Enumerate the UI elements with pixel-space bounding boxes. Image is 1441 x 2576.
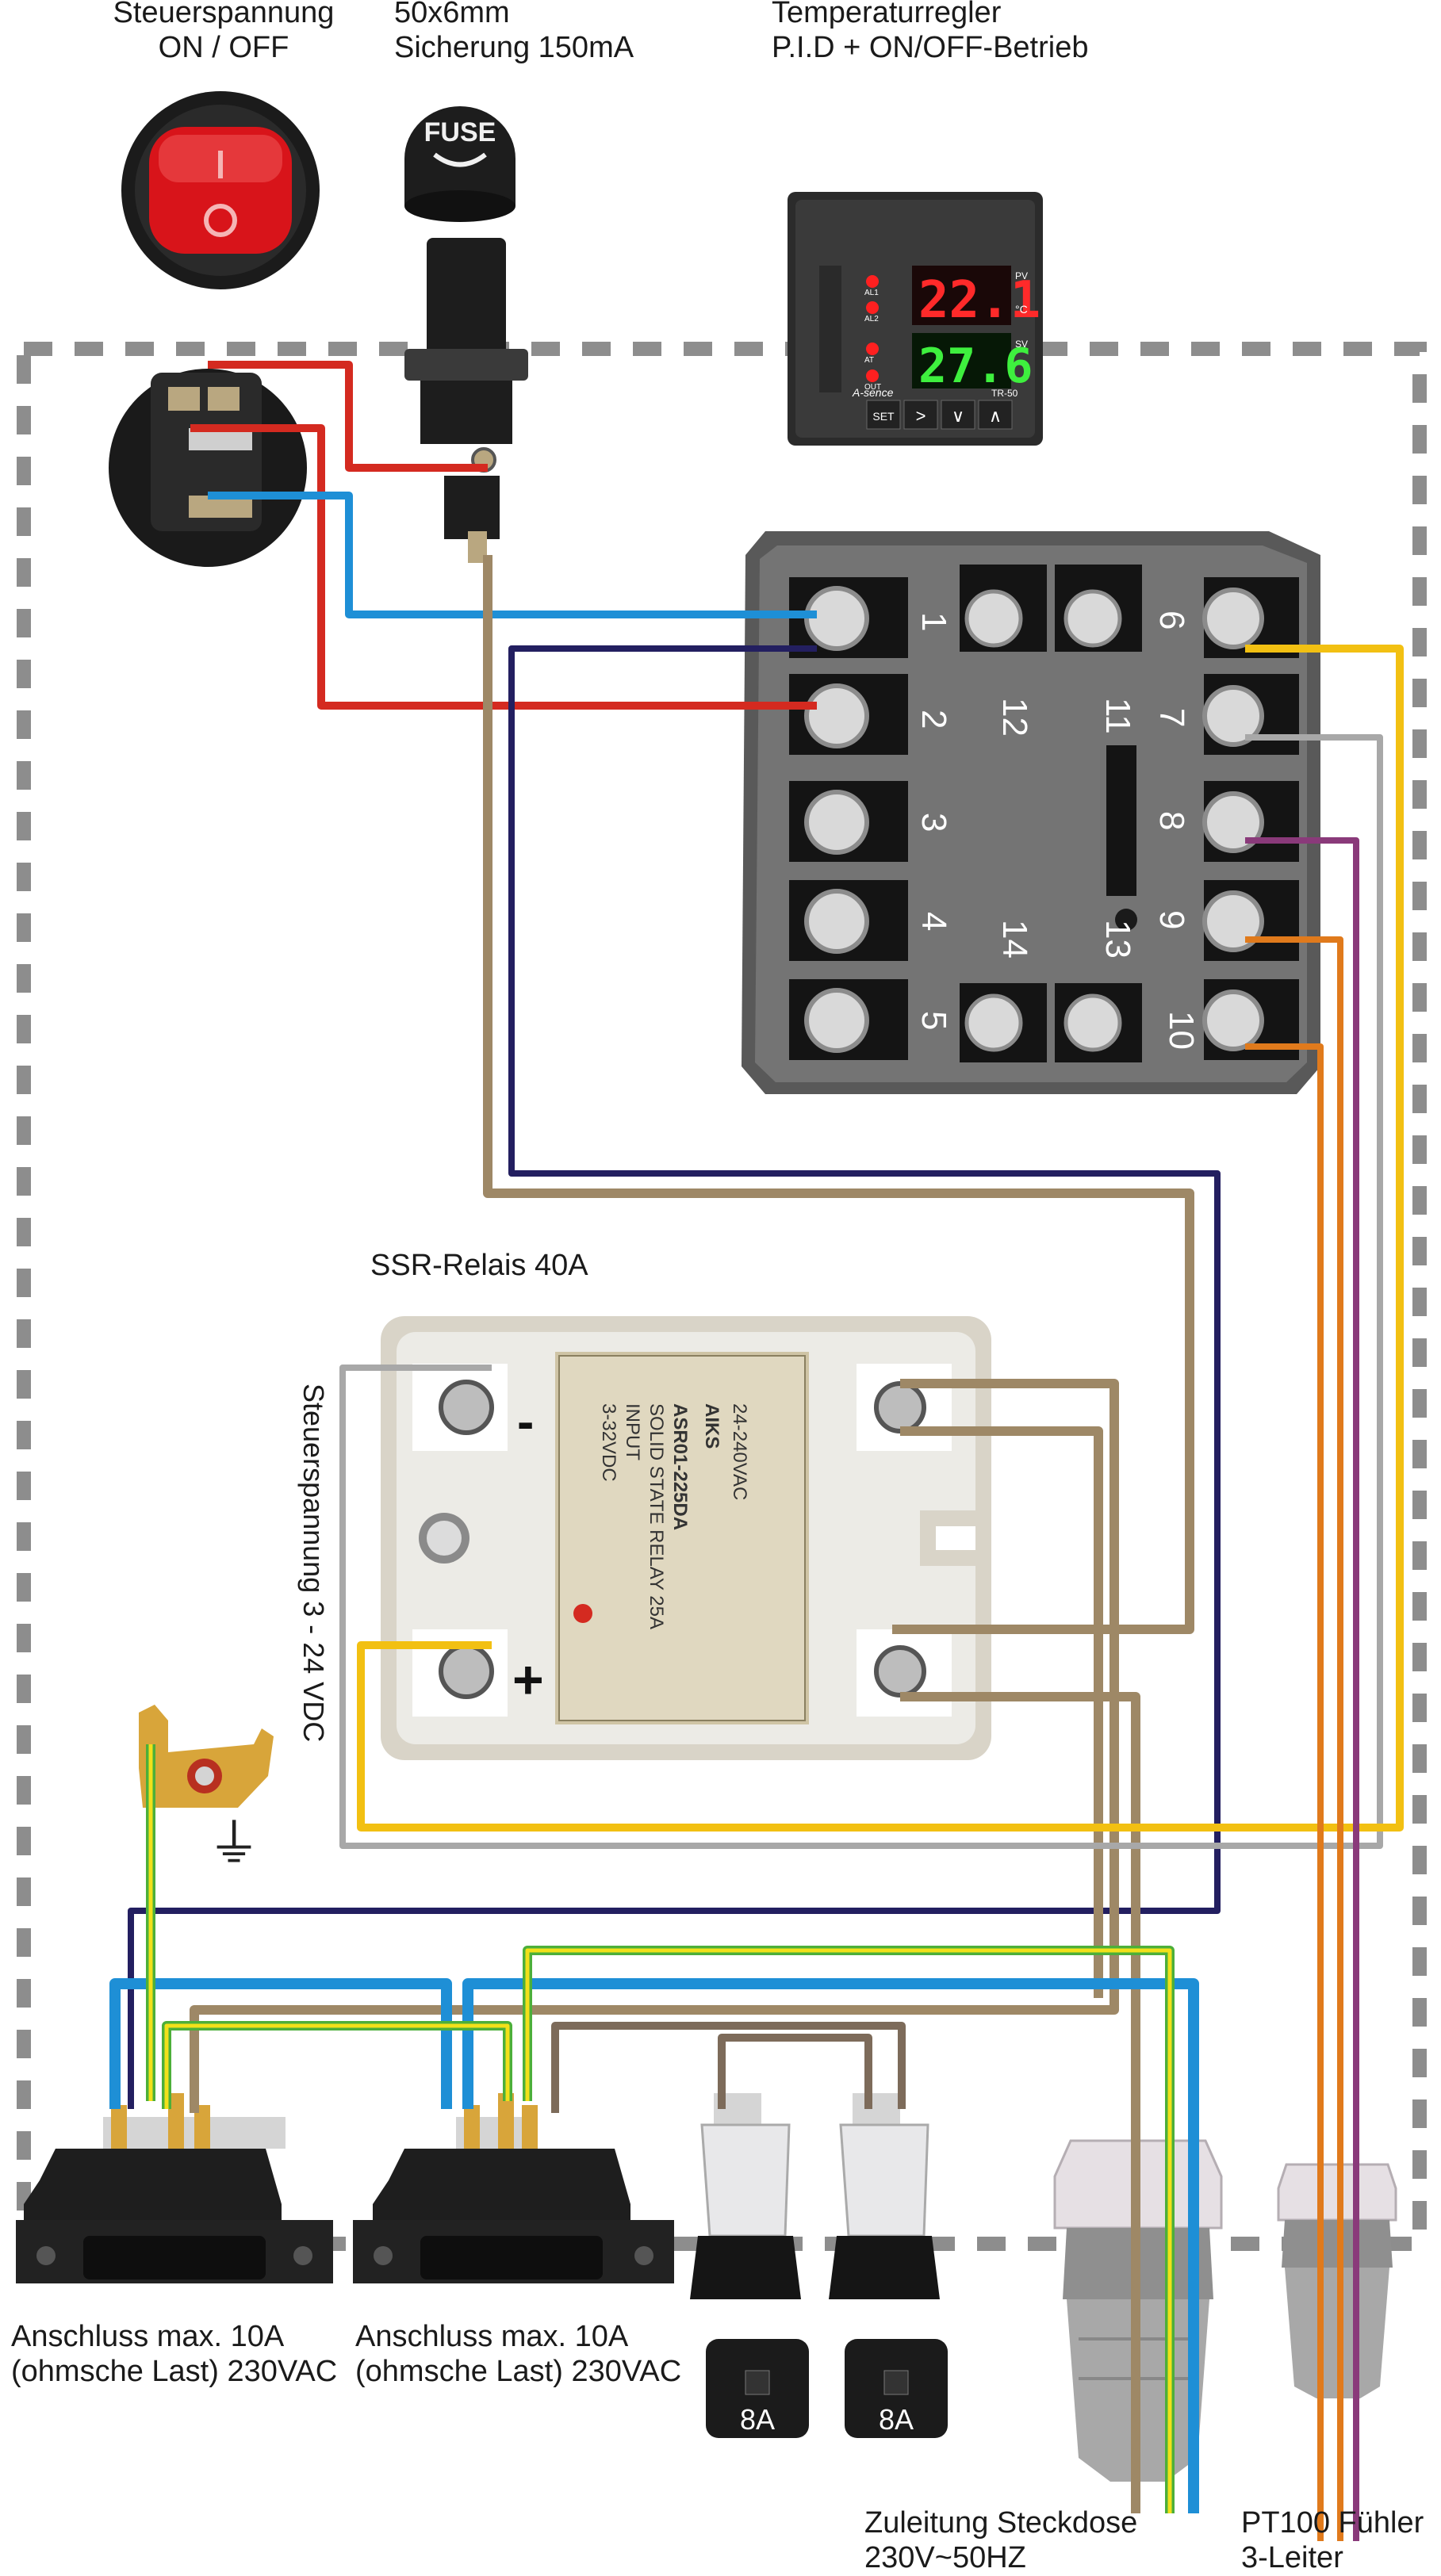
terminal-number-9: 9 xyxy=(1152,910,1191,929)
terminal-number-12: 12 xyxy=(995,698,1034,737)
pv-display: 22.1 xyxy=(918,271,1041,330)
label-switch: Steuerspannung ON / OFF xyxy=(113,0,335,64)
terminal-number-7: 7 xyxy=(1152,708,1191,727)
sv-display: 27.6 xyxy=(918,339,1033,394)
terminal-number-1: 1 xyxy=(914,612,953,631)
svg-text:OUT: OUT xyxy=(864,383,881,392)
ssr-screw-output-1 xyxy=(874,1381,926,1433)
svg-text:A-sence: A-sence xyxy=(852,386,894,399)
rocker-switch-rear xyxy=(109,369,307,567)
fuse-holder xyxy=(404,238,528,563)
terminal-screws-left xyxy=(789,577,908,1060)
wire-brown-ssr-out-1a xyxy=(190,1379,1119,2113)
terminal-screws-inner xyxy=(960,565,1142,1062)
svg-text:∨: ∨ xyxy=(952,406,964,426)
ssr-pin-minus: - xyxy=(517,1393,534,1450)
terminal-number-6: 6 xyxy=(1152,611,1191,630)
wire-orange-sensor-1 xyxy=(1245,936,1343,2541)
label-socket-2: Anschluss max. 10A (ohmsche Last) 230VAC xyxy=(355,2320,682,2388)
wire-blue-neutral-socket-1 xyxy=(109,1978,452,2109)
terminal-number-13: 13 xyxy=(1098,920,1137,959)
terminal-number-11: 11 xyxy=(1098,698,1137,734)
terminal-numbers: 1 2 3 4 5 6 7 8 9 10 12 14 11 13 xyxy=(914,611,1201,1050)
ssr-relay: AIKS ASR01-225DA SOLID STATE RELAY 25A I… xyxy=(381,1316,991,1760)
label-sensor: PT100 Fühler 3-Leiter xyxy=(1241,2506,1424,2574)
svg-text:SET: SET xyxy=(872,410,895,423)
svg-text:AL2: AL2 xyxy=(864,315,879,323)
label-ssr: SSR-Relais 40A xyxy=(370,1249,588,1282)
power-socket-2 xyxy=(353,2093,674,2283)
wire-red-switch-to-terminal-2 xyxy=(190,424,817,710)
temperature-controller-front: AL1 AL2 AT OUT 22.1 PV °C 27.6 SV A-senc… xyxy=(788,192,1043,446)
fuse-cap: FUSE xyxy=(404,106,515,222)
ground-lug xyxy=(139,1705,274,1808)
wire-ground-socket-1 xyxy=(162,2021,512,2109)
svg-text:∧: ∧ xyxy=(989,406,1002,426)
wire-blue-switch-to-terminal-1 xyxy=(208,492,817,618)
wire-brown-ssr-out-2 xyxy=(900,1692,1140,2157)
wire-brown-fuse-to-ssr xyxy=(483,555,1194,1634)
label-ssr-control-voltage: Steuerspannung 3 - 24 VDC xyxy=(297,1384,330,1743)
ssr-screw-output-2 xyxy=(874,1645,926,1698)
wire-brown-fuse-1 xyxy=(718,2034,872,2109)
fuse-8a-label-2: 8A xyxy=(879,2403,914,2436)
terminal-number-4: 4 xyxy=(914,912,953,931)
terminal-block: 1 2 3 4 5 6 7 8 9 10 12 14 11 13 xyxy=(742,531,1320,1094)
wire-yellow-ssr-plus xyxy=(357,645,1404,1832)
controller-buttons: SET > ∨ ∧ xyxy=(866,400,1013,430)
label-supply: Zuleitung Steckdose 230V~50HZ xyxy=(864,2506,1138,2574)
svg-text:>: > xyxy=(916,406,926,426)
label-fuse: 50x6mm Sicherung 150mA xyxy=(394,0,634,64)
terminal-number-14: 14 xyxy=(995,920,1034,959)
label-controller: Temperaturregler P.I.D + ON/OFF-Betrieb xyxy=(772,0,1089,64)
terminal-number-10: 10 xyxy=(1162,1011,1201,1050)
svg-text:24-240VAC: 24-240VAC xyxy=(729,1403,750,1500)
wire-orange-sensor-2 xyxy=(1245,1043,1324,2541)
svg-text:INPUT: INPUT xyxy=(622,1403,643,1460)
wire-blue-neutral-main xyxy=(462,1978,1199,2513)
wire-ground-main-stripe xyxy=(525,1948,1172,2513)
svg-text:AIKS: AIKS xyxy=(701,1403,722,1449)
wire-navy-terminal-1-to-sockets xyxy=(128,645,1221,2109)
wire-gray-ssr-minus xyxy=(339,734,1383,1849)
terminal-number-2: 2 xyxy=(914,710,953,729)
ssr-screw-input-plus xyxy=(439,1644,494,1699)
ground-symbol: ⏚ xyxy=(208,1813,260,1874)
fuse-8a-label-1: 8A xyxy=(740,2403,775,2436)
power-socket-1 xyxy=(16,2093,333,2283)
controller-leds: AL1 AL2 AT OUT xyxy=(864,275,881,392)
label-socket-1: Anschluss max. 10A (ohmsche Last) 230VAC xyxy=(11,2320,338,2388)
terminal-number-8: 8 xyxy=(1152,811,1191,830)
svg-text:3-32VDC: 3-32VDC xyxy=(598,1403,619,1482)
ssr-pin-plus: + xyxy=(512,1650,544,1710)
svg-text:AT: AT xyxy=(864,356,874,365)
svg-text:AL1: AL1 xyxy=(864,289,879,297)
ssr-screw-input-minus xyxy=(439,1380,494,1435)
fuse-cap-text: FUSE xyxy=(424,117,496,147)
terminal-number-5: 5 xyxy=(914,1011,953,1030)
rocker-switch-front xyxy=(121,91,320,289)
wire-brown-ssr-out-1b xyxy=(900,1426,1103,1998)
wires xyxy=(109,361,1404,2541)
svg-text:°C: °C xyxy=(1015,303,1028,316)
svg-text:PV: PV xyxy=(1015,270,1028,281)
wire-purple-sensor xyxy=(1245,837,1359,2541)
svg-text:SOLID STATE RELAY 25A: SOLID STATE RELAY 25A xyxy=(646,1403,667,1629)
fuse-8a-holder-2: 8A xyxy=(829,2093,948,2438)
svg-text:SV: SV xyxy=(1015,339,1028,350)
wire-brown-fuse-2 xyxy=(551,2022,906,2113)
terminal-number-3: 3 xyxy=(914,813,953,832)
fuse-8a-holder-1: 8A xyxy=(690,2093,809,2438)
wire-red-switch-to-fuse xyxy=(208,361,488,472)
svg-text:ASR01-225DA: ASR01-225DA xyxy=(669,1403,691,1530)
svg-text:TR-50: TR-50 xyxy=(991,388,1018,399)
wire-ground-socket-1-stripe xyxy=(164,2023,510,2109)
